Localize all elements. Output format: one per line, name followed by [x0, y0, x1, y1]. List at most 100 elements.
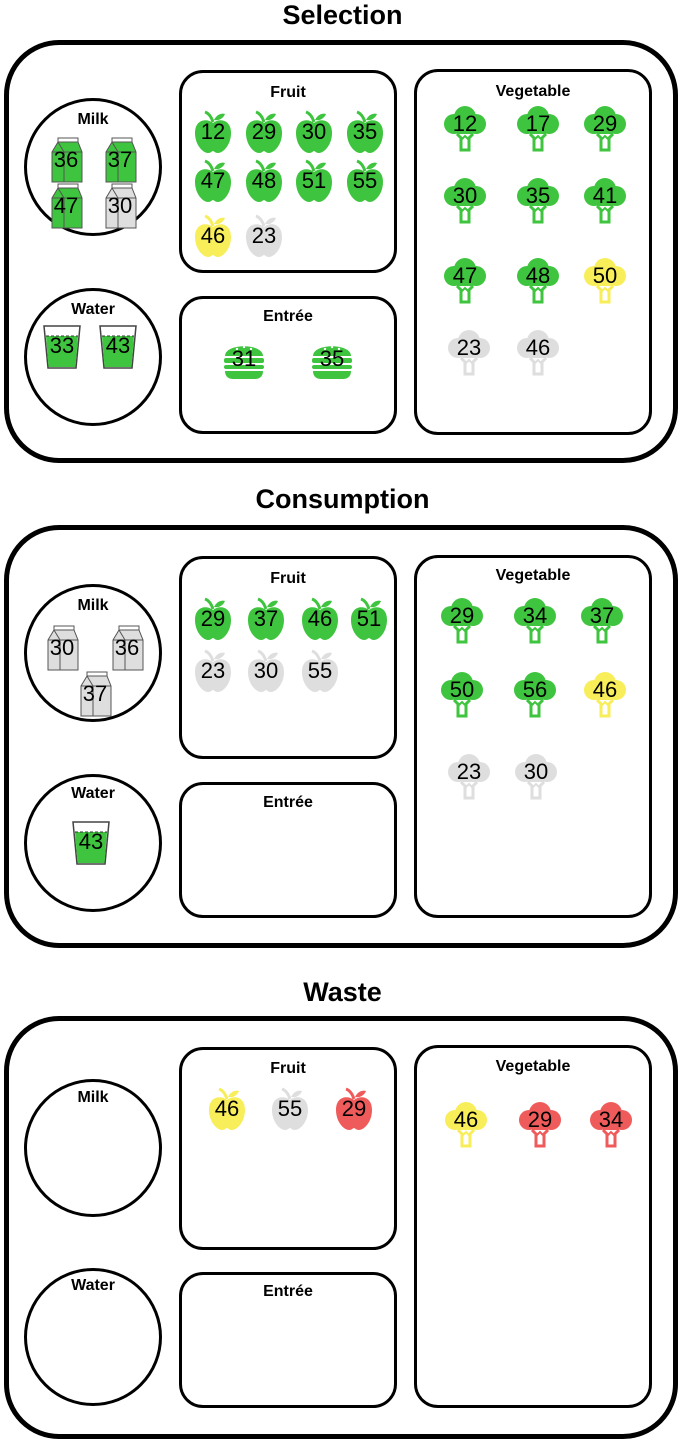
student-id-label: 50 — [592, 263, 618, 288]
apple-icon — [272, 1087, 308, 1130]
entree-compartment: Entrée — [179, 782, 397, 918]
fruit-item: 55 — [296, 647, 344, 695]
student-id-label: 47 — [53, 193, 79, 218]
vegetable-item: 35 — [514, 176, 562, 224]
student-id-label: 47 — [452, 263, 478, 288]
broccoli-icon — [444, 178, 486, 224]
student-id-label: 23 — [456, 335, 482, 360]
student-id-label: 46 — [525, 335, 551, 360]
broccoli-icon — [590, 1102, 632, 1148]
fruit-item: 29 — [330, 1085, 378, 1133]
student-id-label: 36 — [114, 635, 140, 660]
milk-icon — [112, 625, 144, 671]
fruit-item: 46 — [203, 1085, 251, 1133]
vegetable-item: 29 — [438, 596, 486, 644]
apple-icon — [302, 597, 338, 640]
broccoli-icon — [448, 330, 490, 376]
vegetable-item: 48 — [514, 256, 562, 304]
vegetable-compartment: Vegetable — [414, 1045, 652, 1408]
milk-icon — [105, 137, 137, 183]
fruit-item: 30 — [290, 108, 338, 156]
vegetable-item: 30 — [512, 752, 560, 800]
student-id-label: 29 — [592, 111, 618, 136]
student-id-label: 37 — [589, 603, 615, 628]
apple-icon — [248, 597, 284, 640]
student-id-label: 35 — [525, 183, 551, 208]
vegetable-item: 37 — [578, 596, 626, 644]
vegetable-label: Vegetable — [495, 567, 571, 584]
water-item: 43 — [94, 322, 142, 370]
tray-consumption — [4, 525, 678, 948]
fruit-compartment: Fruit — [179, 556, 397, 759]
student-id-label: 29 — [251, 119, 277, 144]
apple-icon — [347, 110, 383, 153]
tray-selection — [4, 40, 678, 463]
apple-icon — [351, 597, 387, 640]
milk-item: 30 — [96, 182, 144, 230]
broccoli-icon — [441, 598, 483, 644]
fruit-label: Fruit — [270, 570, 306, 587]
vegetable-item: 29 — [581, 104, 629, 152]
milk-compartment: Milk — [24, 1079, 162, 1217]
vegetable-item: 12 — [441, 104, 489, 152]
section-title-selection: Selection — [282, 0, 403, 30]
fruit-item: 29 — [189, 595, 237, 643]
fruit-label: Fruit — [270, 84, 306, 101]
student-id-label: 46 — [214, 1096, 240, 1121]
milk-compartment: Milk — [24, 584, 162, 722]
student-id-label: 30 — [49, 635, 75, 660]
vegetable-compartment: Vegetable — [414, 555, 652, 918]
broccoli-icon — [517, 178, 559, 224]
tray-waste — [4, 1016, 678, 1439]
student-id-label: 37 — [107, 147, 133, 172]
milk-label: Milk — [77, 111, 109, 128]
fruit-item: 46 — [296, 595, 344, 643]
student-id-label: 30 — [301, 119, 327, 144]
fruit-item: 30 — [242, 647, 290, 695]
fruit-item: 29 — [240, 108, 288, 156]
student-id-label: 12 — [452, 111, 478, 136]
entree-item: 31 — [220, 334, 268, 382]
student-id-label: 23 — [456, 759, 482, 784]
broccoli-icon — [517, 330, 559, 376]
apple-icon — [195, 214, 231, 257]
student-id-label: 43 — [78, 829, 104, 854]
water-compartment: Water — [24, 288, 162, 426]
fruit-label: Fruit — [270, 1060, 306, 1077]
section-title-consumption: Consumption — [255, 484, 430, 514]
apple-icon — [296, 159, 332, 202]
fruit-compartment: Fruit — [179, 70, 397, 273]
entree-compartment: Entrée — [179, 296, 397, 434]
fruit-item: 37 — [242, 595, 290, 643]
fruit-item: 51 — [290, 157, 338, 205]
vegetable-item: 46 — [442, 1100, 490, 1148]
apple-icon — [248, 649, 284, 692]
student-id-label: 50 — [449, 677, 475, 702]
milk-icon — [51, 183, 83, 229]
broccoli-icon — [514, 672, 556, 718]
student-id-label: 56 — [522, 677, 548, 702]
milk-label: Milk — [77, 597, 109, 614]
milk-icon — [80, 671, 112, 717]
apple-icon — [195, 159, 231, 202]
student-id-label: 29 — [200, 606, 226, 631]
student-id-label: 36 — [53, 147, 79, 172]
broccoli-icon — [515, 754, 557, 800]
fruit-item: 46 — [189, 212, 237, 260]
water-item: 33 — [38, 322, 86, 370]
water-icon — [72, 821, 110, 865]
vegetable-compartment: Vegetable — [414, 69, 652, 435]
student-id-label: 12 — [200, 119, 226, 144]
broccoli-icon — [444, 106, 486, 152]
fruit-item: 55 — [341, 157, 389, 205]
burger-icon — [312, 345, 352, 379]
student-id-label: 41 — [592, 183, 618, 208]
vegetable-label: Vegetable — [495, 83, 571, 100]
broccoli-icon — [517, 258, 559, 304]
student-id-label: 23 — [251, 223, 277, 248]
vegetable-item: 29 — [516, 1100, 564, 1148]
student-id-label: 51 — [301, 168, 327, 193]
milk-item: 37 — [96, 136, 144, 184]
apple-icon — [296, 110, 332, 153]
water-compartment: Water — [24, 1268, 162, 1406]
